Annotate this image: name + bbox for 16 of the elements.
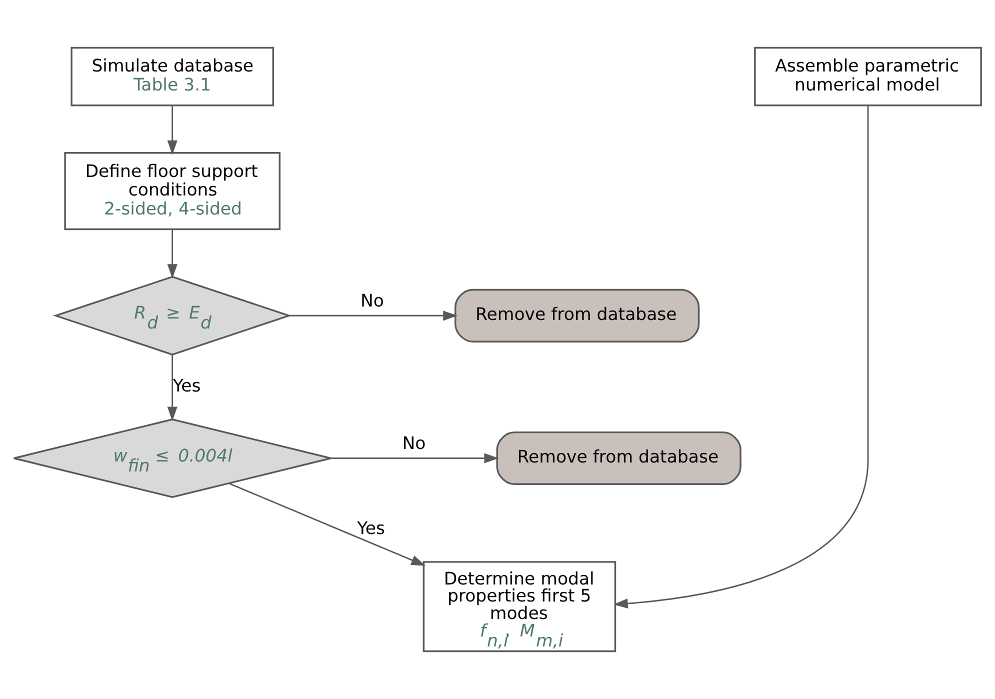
arrow (167, 106, 178, 155)
node-box: Remove from database (454, 288, 700, 342)
edge-label: No (402, 434, 426, 454)
arrow (613, 106, 869, 609)
edge-label: Yes (172, 376, 201, 396)
node-box: Define floor support conditions 2-sided, 4-sided (64, 152, 281, 230)
arrow (228, 482, 426, 566)
node-box: Remove from database (496, 431, 742, 486)
edge-label: No (360, 291, 384, 312)
arrow (289, 310, 458, 321)
edge-label: Yes (357, 519, 386, 539)
node-box: Assemble parametric numerical model (754, 46, 982, 106)
arrow (167, 354, 178, 422)
node-box: Simulate database Table 3.1 (70, 46, 274, 106)
arrow (167, 230, 178, 279)
arrow (331, 453, 499, 464)
